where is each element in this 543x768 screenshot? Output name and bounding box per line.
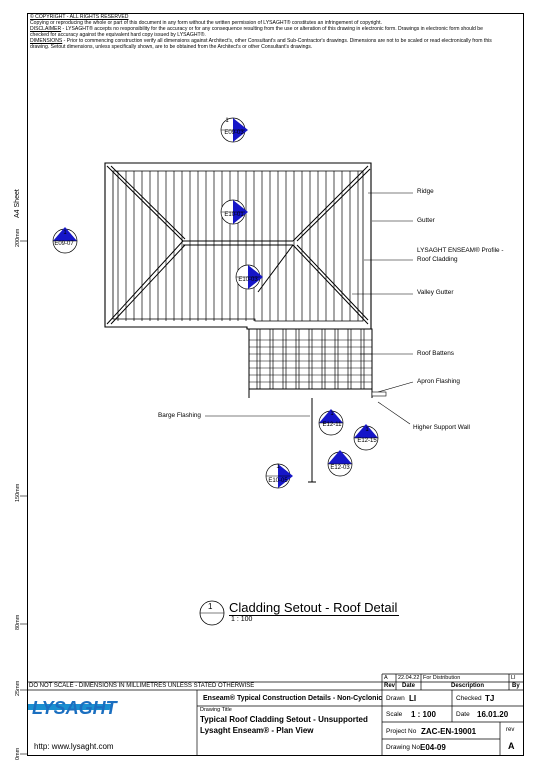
tag-ref-e12-11: E12-11 (322, 422, 342, 428)
date-label: Date (456, 711, 470, 718)
drawing-scale: 1 : 100 (231, 616, 253, 623)
tag-ref-e10-03: E10-03 (238, 277, 258, 283)
rev-row-date: 22.04.22 (398, 675, 420, 681)
drawing-title: Cladding Setout - Roof Detail (229, 600, 398, 615)
tag-ref-e12-15: E12-15 (357, 438, 377, 444)
roof-outline (104, 162, 372, 330)
callout-profile: LYSAGHT ENSEAM® Profile - Roof Cladding (417, 247, 504, 263)
rev-head-desc: Description (451, 683, 485, 689)
section-tag-shapes (52, 117, 379, 489)
leader-lines (205, 192, 414, 425)
rev-row-by: LI (511, 675, 516, 681)
checked-label: Checked (456, 695, 482, 702)
callout-roof-battens: Roof Battens (417, 350, 454, 357)
title-number: 1 (208, 602, 213, 611)
lysaght-logo: LYSAGHT (28, 698, 118, 718)
support-wall (371, 391, 387, 397)
title-underline (229, 615, 399, 616)
sheet-border (27, 13, 524, 756)
section-tag-e12-15 (353, 424, 379, 451)
callout-apron-flashing: Apron Flashing (417, 378, 460, 385)
rev-label: rev (506, 727, 515, 733)
tag-ref-e09-07: E09-07 (54, 241, 74, 247)
tag-ref-e10-01: E10-01 (224, 212, 244, 218)
side-ruler-ticks (20, 240, 27, 755)
rev-row-desc: For Distribution (423, 675, 461, 681)
checked-value: TJ (485, 694, 495, 703)
section-tag-e09-07 (52, 227, 78, 254)
drawing-title-line2: Lysaght Enseam® - Plan View (200, 726, 314, 735)
extension-ribs (256, 329, 365, 389)
scale-value: 1 : 100 (411, 710, 436, 719)
title-circle (199, 600, 225, 626)
callout-barge-flashing: Barge Flashing (158, 412, 201, 419)
callout-higher-support-wall: Higher Support Wall (413, 424, 470, 431)
rev-value: A (508, 741, 515, 751)
tag-num-e09-03: 1 (225, 118, 229, 124)
copyright-notes: © COPYRIGHT - ALL RIGHTS RESERVED Copyin… (30, 14, 500, 51)
disclaimer-heading: DISCLAIMER (30, 26, 62, 33)
dimensions-text: - Prior to commencing construction verif… (30, 38, 492, 51)
tag-num-e09-07: 1 (63, 230, 67, 236)
copyright-heading: © COPYRIGHT - ALL RIGHTS RESERVED (30, 14, 129, 20)
section-tag-e10-01 (220, 199, 248, 225)
rev-head-by: By (512, 683, 520, 689)
rev-head-date: Date (402, 683, 416, 689)
tag-num-e12-15: 1 (365, 427, 369, 433)
tag-num-e10-05: 1 (276, 464, 280, 470)
callout-ridge: Ridge (417, 188, 434, 195)
tag-ref-e09-03: E09-03 (224, 130, 244, 136)
hip-ridge-lines (106, 165, 371, 325)
section-tag-e10-03 (235, 264, 263, 290)
tag-ref-e12-03: E12-03 (330, 465, 350, 471)
tag-num-e12-11: 1 (330, 411, 334, 417)
drawing-no-label: Drawing No (386, 744, 420, 751)
drawn-label: Drawn (386, 695, 405, 702)
rev-head-rev: Rev (384, 683, 396, 689)
date-value: 16.01.20 (477, 710, 509, 719)
callout-gutter: Gutter (417, 217, 435, 224)
project-value: ZAC-EN-19001 (421, 727, 477, 736)
roof-battens (249, 339, 372, 383)
tag-ref-e10-05: E10-05 (268, 478, 288, 484)
series-title: Enseam® Typical Construction Details - N… (203, 695, 383, 702)
drawn-value: LI (409, 694, 417, 703)
drawing-no-value: E04-09 (420, 743, 446, 752)
rev-row-rev: A (384, 675, 388, 681)
website-url[interactable]: http: www.lysaght.com (34, 742, 114, 751)
section-tag-e12-11 (318, 409, 344, 436)
section-tag-e10-05 (265, 463, 293, 489)
logo-text: LYSAGHT (32, 698, 118, 718)
project-label: Project No (386, 728, 417, 735)
copyright-text: Copying or reproducing the whole or part… (30, 20, 382, 27)
scale-label: Scale (386, 711, 403, 718)
section-tag-e12-03 (327, 450, 353, 477)
roof-plan (52, 117, 414, 489)
dimensions-heading: DIMENSIONS (30, 38, 63, 45)
drawing-title-line1: Typical Roof Cladding Setout - Unsupport… (200, 715, 368, 724)
callout-valley-gutter: Valley Gutter (417, 289, 454, 296)
section-tag-e09-03 (220, 117, 248, 143)
disclaimer-text: - LYSAGHT® accepts no responsibility for… (30, 26, 483, 39)
drawing-title-label: Drawing Title (200, 707, 232, 713)
do-not-scale-notice: DO NOT SCALE - DIMENSIONS IN MILLIMETRES… (29, 683, 255, 689)
